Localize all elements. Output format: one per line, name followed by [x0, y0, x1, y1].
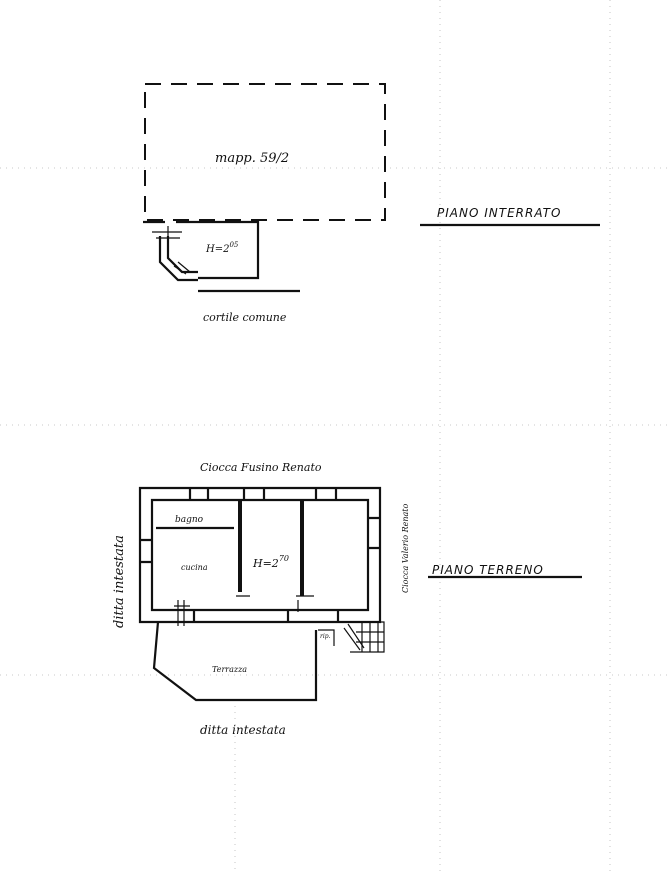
outer-wall: [138, 486, 382, 624]
east-neighbor-label: Ciocca Valerio Renato: [401, 503, 410, 593]
east-window: [368, 516, 380, 550]
parcel-outline: [144, 83, 386, 221]
west-window: [140, 538, 152, 564]
ground-floor-title: PIANO TERRENO: [432, 563, 544, 577]
parcel-label: mapp. 59/2: [215, 151, 289, 166]
basement-title: PIANO INTERRATO: [437, 206, 561, 220]
ground-height-label: H=270: [252, 554, 289, 570]
cellar-height-label: H=205: [205, 241, 239, 255]
terrace-outline: [152, 621, 318, 702]
north-neighbor-label: Ciocca Fusino Renato: [200, 461, 322, 474]
terrace-label: Terrazza: [212, 665, 247, 674]
cellar-corridor: [158, 236, 198, 282]
inner-wall-line: [150, 498, 370, 612]
door-marks: [174, 595, 314, 626]
courtyard-label: cortile comune: [203, 311, 287, 324]
small-room-label: rip.: [320, 633, 331, 640]
south-openings: [192, 610, 340, 622]
cellar-hatch: [173, 261, 191, 275]
stair-steps: [356, 622, 384, 652]
basement-plan: [143, 83, 386, 293]
cellar-door-mark: [152, 226, 182, 244]
cellar-room: [143, 220, 260, 280]
small-room: [318, 629, 335, 646]
bath-label: bagno: [175, 515, 204, 525]
west-neighbor-label: ditta intestata: [112, 535, 127, 628]
north-windows: [188, 488, 338, 500]
south-neighbor-label: ditta intestata: [200, 723, 286, 737]
kitchen-label: cucina: [181, 563, 208, 572]
ground-floor-plan: [138, 486, 385, 702]
stair-block: [338, 621, 385, 653]
